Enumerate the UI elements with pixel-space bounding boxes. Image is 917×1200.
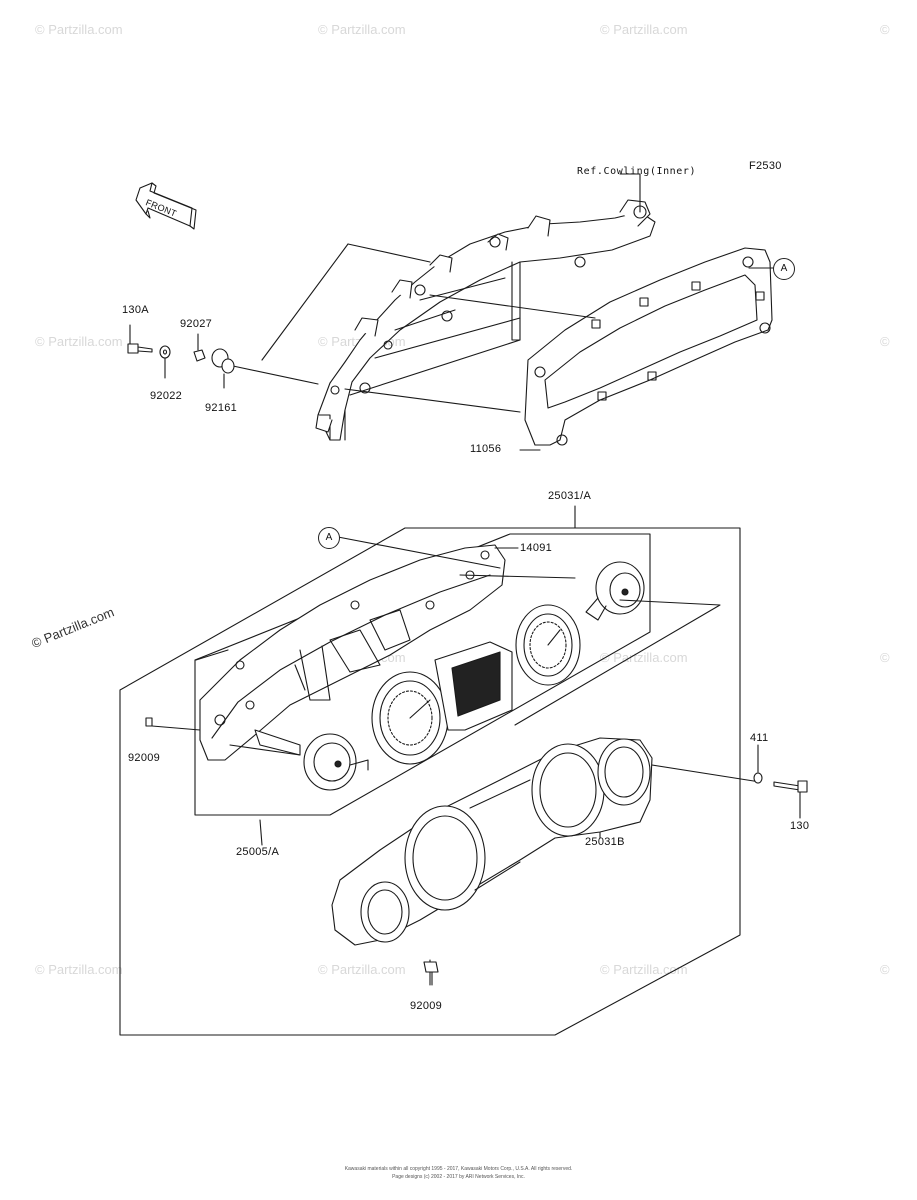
collar-92027-icon: [193, 333, 206, 362]
part-92022[interactable]: 92022: [150, 390, 183, 402]
fuel-gauge: [585, 561, 645, 621]
figure-code: F2530: [749, 160, 782, 172]
meter-cover: [331, 737, 653, 946]
callout-a-top: A: [773, 258, 795, 280]
watermark: ©: [880, 650, 890, 665]
meter-cluster: [199, 544, 506, 761]
front-arrow-icon: [135, 182, 197, 230]
part-130A[interactable]: 130A: [122, 304, 149, 316]
callout-a-bottom: A: [318, 527, 340, 549]
watermark: ©: [880, 334, 890, 349]
washer-411-icon: [753, 772, 763, 784]
part-130[interactable]: 130: [790, 820, 810, 832]
part-92027[interactable]: 92027: [180, 318, 213, 330]
reference-note: Ref.Cowling(Inner): [577, 166, 697, 177]
meter-bracket: [315, 199, 656, 441]
part-92009-left[interactable]: 92009: [128, 752, 161, 764]
watermark: © Partzilla.com: [318, 962, 406, 977]
tachometer-dial: [515, 604, 581, 686]
screw-92009-bottom-icon: [423, 961, 439, 986]
watermark: ©: [880, 22, 890, 37]
watermark: © Partzilla.com: [600, 22, 688, 37]
page-design-line: Page designs (c) 2002 - 2017 by ARI Netw…: [392, 1174, 525, 1180]
bolt-130A-icon: [127, 324, 153, 354]
screw-92009-left-icon: [145, 717, 153, 727]
lcd-display: [434, 641, 513, 731]
temp-gauge: [303, 733, 369, 791]
watermark: ©: [880, 962, 890, 977]
part-92161[interactable]: 92161: [205, 402, 238, 414]
grommet-92161-icon: [211, 348, 235, 389]
part-25031B[interactable]: 25031B: [585, 836, 625, 848]
watermark: © Partzilla.com: [35, 22, 123, 37]
part-92009-bottom[interactable]: 92009: [410, 1000, 443, 1012]
part-411[interactable]: 411: [750, 732, 769, 744]
watermark: © Partzilla.com: [318, 22, 406, 37]
part-25031A[interactable]: 25031/A: [548, 490, 592, 502]
watermark: © Partzilla.com: [35, 962, 123, 977]
bolt-130-icon: [773, 780, 808, 819]
watermark: © Partzilla.com: [600, 650, 688, 665]
watermark: © Partzilla.com: [600, 962, 688, 977]
part-14091[interactable]: 14091: [520, 542, 553, 554]
copyright-line: Kawasaki materials within all copyright …: [344, 1166, 573, 1172]
washer-92022-icon: [159, 345, 171, 379]
part-25005A[interactable]: 25005/A: [236, 846, 280, 858]
speedometer-dial: [371, 671, 449, 765]
part-11056[interactable]: 11056: [470, 443, 502, 455]
watermark: © Partzilla.com: [35, 334, 123, 349]
gasket-plate: [524, 247, 773, 446]
